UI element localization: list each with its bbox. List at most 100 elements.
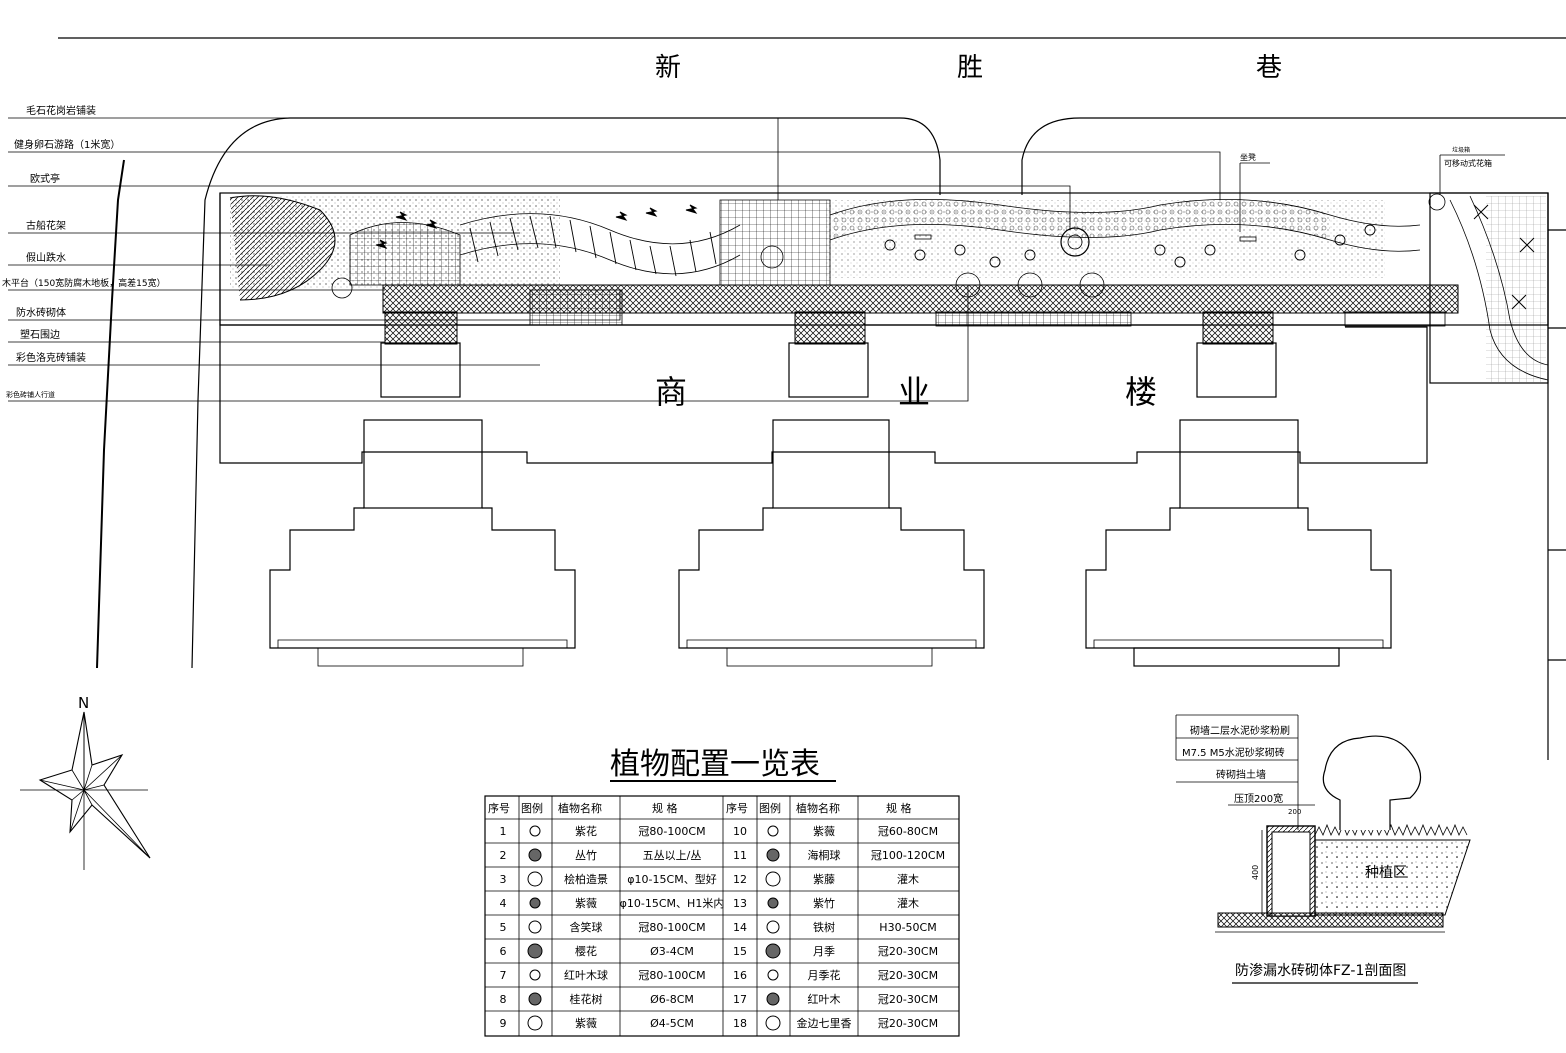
table-cell: 15 — [733, 945, 747, 958]
table-cell: 10 — [733, 825, 747, 838]
table-cell: 紫薇 — [575, 1017, 597, 1030]
tower-2 — [678, 419, 985, 667]
table-cell: 冠80-100CM — [638, 825, 705, 838]
plant-legend-icon — [529, 897, 541, 909]
callout-label: 彩色砖铺人行道 — [6, 390, 55, 399]
table-title: 植物配置一览表 — [610, 747, 820, 782]
plant-legend-icon — [765, 943, 781, 959]
section-label: 砌墙二层水泥砂浆粉刷 — [1190, 724, 1290, 737]
dim-side: 400 — [1251, 865, 1260, 880]
table-cell: 樱花 — [575, 945, 597, 958]
section-label: M7.5 M5水泥砂浆砌砖 — [1182, 746, 1285, 759]
callout-label: 假山跌水 — [26, 251, 66, 264]
table-cell: 冠20-30CM — [878, 969, 938, 982]
plant-legend-icon — [527, 871, 543, 887]
table-cell: 14 — [733, 921, 747, 934]
table-cell: 冠80-100CM — [638, 921, 705, 934]
table-cell: 含笑球 — [570, 920, 603, 934]
paving-band — [382, 284, 1459, 345]
table-cell: Ø4-5CM — [650, 1017, 694, 1030]
table-cell: 6 — [500, 945, 507, 958]
table-cell: Ø3-4CM — [650, 945, 694, 958]
table-cell: 12 — [733, 873, 747, 886]
table-cell: 13 — [733, 897, 747, 910]
table-cell: 丛竹 — [575, 848, 597, 862]
table-cell: 红叶木球 — [564, 968, 608, 982]
plant-legend-icon — [766, 992, 780, 1006]
table-cell: 冠20-30CM — [878, 945, 938, 958]
table-header: 序号 — [488, 801, 510, 815]
table-cell: 紫竹 — [813, 896, 835, 910]
north-arrow: N — [20, 694, 151, 870]
table-cell: 冠20-30CM — [878, 993, 938, 1006]
table-cell: 红叶木 — [808, 993, 841, 1006]
callout-label: 欧式亭 — [30, 172, 60, 185]
plant-legend-icon — [765, 1015, 781, 1031]
plant-legend-icon — [529, 825, 541, 837]
section-detail: 砌墙二层水泥砂浆粉刷 M7.5 M5水泥砂浆砌砖 砖砌挡土墙 压顶200宽 20… — [1175, 714, 1471, 984]
table-header: 序号 — [726, 801, 748, 815]
street-char-3: 巷 — [1256, 53, 1282, 83]
table-cell: 月季花 — [808, 969, 841, 982]
plant-legend-icon — [767, 969, 779, 981]
plant-legend-icon — [528, 920, 542, 934]
table-cell: 1 — [500, 825, 507, 838]
commercial-building: 商 业 楼 — [219, 193, 1428, 464]
callout-label: 彩色洛克砖铺装 — [16, 351, 86, 364]
north-label: N — [78, 694, 89, 712]
table-header: 图例 — [759, 801, 781, 815]
top-note-label: 可移动式花箱 — [1444, 158, 1492, 168]
table-cell: 五丛以上/丛 — [643, 849, 702, 862]
table-cell: 灌木 — [897, 873, 919, 886]
plant-legend-icon — [528, 992, 542, 1006]
table-cell: 桂花树 — [570, 992, 603, 1006]
plant-table: 植物配置一览表 序号 图例 植物名称 规 格 序号 — [484, 747, 960, 1037]
table-header: 植物名称 — [558, 801, 602, 815]
plant-zone-label: 种植区 — [1365, 865, 1407, 881]
plant-legend-icon — [527, 1015, 543, 1031]
table-cell: 3 — [500, 873, 507, 886]
callout-label: 木平台（150宽防腐木地板，高差15宽） — [2, 277, 166, 289]
callout-labels: 毛石花岗岩铺装 健身卵石游路（1米宽） 欧式亭 古船花架 假山跌水 木平台（15… — [2, 104, 1505, 399]
street-char-1: 新 — [655, 53, 681, 83]
callout-label: 塑石围边 — [20, 329, 60, 341]
callout-label: 防水砖砌体 — [16, 306, 66, 319]
table-cell: 紫薇 — [813, 825, 835, 838]
street-boundary: 新 胜 巷 — [58, 37, 1566, 83]
table-header: 植物名称 — [796, 801, 840, 815]
section-caption: 防渗漏水砖砌体FZ-1剖面图 — [1235, 963, 1406, 979]
table-cell: 冠80-100CM — [638, 969, 705, 982]
table-cell: Ø6-8CM — [650, 993, 694, 1006]
table-cell: 海桐球 — [808, 848, 841, 862]
building-char-3: 楼 — [1125, 373, 1157, 411]
table-cell: 9 — [500, 1017, 507, 1030]
callout-leaders — [8, 117, 1221, 402]
table-cell: 冠20-30CM — [878, 1017, 938, 1030]
right-plaza — [1429, 192, 1566, 760]
table-cell: φ10-15CM、H1米内 — [620, 896, 725, 910]
coping-label: 压顶200宽 — [1234, 792, 1283, 805]
table-cell: 冠100-120CM — [871, 849, 945, 862]
street-char-2: 胜 — [957, 53, 983, 83]
table-header: 图例 — [521, 801, 543, 815]
table-cell: 紫花 — [575, 825, 597, 838]
tower-1 — [269, 419, 576, 667]
plant-legend-icon — [527, 943, 543, 959]
plant-legend-icon — [767, 897, 779, 909]
tower-3 — [1085, 419, 1392, 667]
residential-towers — [269, 419, 1392, 667]
table-header: 规 格 — [652, 801, 678, 815]
section-label: 砖砌挡土墙 — [1216, 768, 1266, 781]
plant-legend-icon — [765, 871, 781, 887]
plant-legend-icon — [766, 848, 780, 862]
table-cell: 紫藤 — [813, 873, 835, 886]
callout-label: 健身卵石游路（1米宽） — [14, 138, 120, 151]
plant-legend-icon — [528, 848, 542, 862]
table-cell: 11 — [733, 849, 747, 862]
table-cell: 8 — [500, 993, 507, 1006]
table-cell: 冠60-80CM — [878, 825, 938, 838]
table-cell: 16 — [733, 969, 747, 982]
table-cell: 5 — [500, 921, 507, 934]
